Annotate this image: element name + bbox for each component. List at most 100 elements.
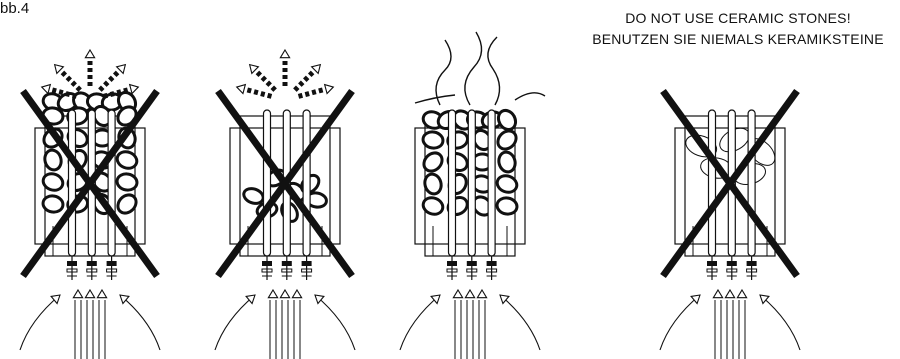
heat-wave [435, 39, 452, 106]
stone [685, 134, 718, 158]
arrow-head [96, 288, 108, 299]
arrow-head [452, 288, 464, 299]
stone [496, 108, 518, 132]
arrow-head [724, 288, 736, 299]
arrow-head [72, 288, 84, 299]
warning-line-german: BENUTZEN SIE NIEMALS KERAMIKSTEINE [592, 31, 884, 47]
arrow-head [245, 294, 256, 305]
airflow-curve-right [499, 294, 541, 351]
heat-wave [464, 31, 483, 106]
arrow-head [291, 288, 303, 299]
stone [421, 196, 445, 216]
hot-air-arrow [293, 67, 318, 92]
heating-element [467, 109, 476, 257]
stone [43, 148, 63, 172]
hot-air-arrow [98, 67, 123, 92]
stone [421, 130, 445, 150]
terminal-nut [486, 261, 497, 266]
heater-panel-ceramic-stones [659, 88, 801, 359]
hot-air-arrow [252, 67, 277, 92]
terminal-washer [726, 268, 738, 273]
terminal-washer [66, 268, 78, 273]
arrow-head [310, 63, 322, 75]
stone [497, 150, 517, 174]
terminal-nut [301, 261, 312, 266]
terminal-nut [281, 261, 292, 266]
arrow-head [84, 48, 96, 59]
cross-stroke [660, 88, 800, 279]
arrow-head [119, 294, 130, 305]
arrow-head [248, 63, 260, 75]
arrow-head [464, 288, 476, 299]
ceramic-stones-warning: DO NOT USE CERAMIC STONES! BENUTZEN SIE … [568, 8, 900, 50]
terminal-nut [726, 261, 737, 266]
airflow-curve-left [659, 294, 701, 351]
terminal-washer [261, 268, 273, 273]
airflow-curve-left [214, 294, 256, 351]
heating-element [747, 109, 756, 257]
heater-panel-overfilled [19, 48, 161, 359]
warning-line-english: DO NOT USE CERAMIC STONES! [625, 10, 851, 26]
terminal-washer [86, 268, 98, 273]
terminal-nut [746, 261, 757, 266]
arrow-head [279, 288, 291, 299]
airflow-curve-right [759, 294, 801, 351]
airflow-curve-left [19, 294, 61, 351]
terminal-nut [707, 261, 717, 266]
arrow-head [323, 83, 335, 95]
heating-element [67, 109, 77, 257]
heating-element [487, 109, 496, 257]
arrow-head [235, 83, 247, 95]
stone [242, 187, 265, 205]
hot-air-arrow [241, 86, 273, 99]
stone [496, 129, 518, 151]
arrow-head [476, 288, 488, 299]
terminal-nut [466, 261, 477, 266]
stone [495, 174, 519, 194]
heater-panel-too-few-stones [214, 48, 356, 359]
stone [423, 172, 443, 196]
stone [495, 196, 519, 216]
heater-panel-correct [399, 31, 546, 359]
airflow-curve-right [119, 294, 161, 351]
arrow-head [53, 63, 65, 75]
arrow-head [690, 294, 701, 305]
heat-wave [487, 36, 501, 106]
cross-stroke [215, 88, 355, 279]
arrow-head [267, 288, 279, 299]
stone [116, 193, 138, 215]
terminal-washer [446, 268, 458, 273]
arrow-head [499, 294, 510, 305]
airflow-curve-right [314, 294, 356, 351]
stone [41, 194, 65, 214]
terminal-washer [106, 268, 118, 273]
terminal-nut [106, 261, 117, 266]
terminal-nut [86, 261, 97, 266]
arrow-head [759, 294, 770, 305]
hot-air-arrow [46, 86, 78, 99]
figure-label: bb.4 [0, 0, 30, 17]
hot-air-arrow [57, 67, 82, 92]
stone [422, 151, 444, 173]
arrow-head [314, 294, 325, 305]
stone [115, 172, 139, 192]
stone [41, 172, 65, 192]
heating-element [107, 109, 116, 257]
heating-element [447, 109, 457, 257]
hot-air-arrow [297, 86, 329, 99]
terminal-washer [486, 268, 498, 273]
heat-wave [514, 92, 546, 101]
heating-element [302, 109, 311, 257]
terminal-washer [746, 268, 758, 273]
arrow-head [430, 294, 441, 305]
terminal-nut [67, 261, 77, 266]
cross-stroke [20, 88, 160, 279]
heating-element [707, 109, 717, 257]
airflow-curve-left [399, 294, 441, 351]
terminal-washer [466, 268, 478, 273]
terminal-washer [301, 268, 313, 273]
arrow-head [712, 288, 724, 299]
arrow-head [279, 48, 291, 59]
terminal-washer [706, 268, 718, 273]
terminal-washer [281, 268, 293, 273]
